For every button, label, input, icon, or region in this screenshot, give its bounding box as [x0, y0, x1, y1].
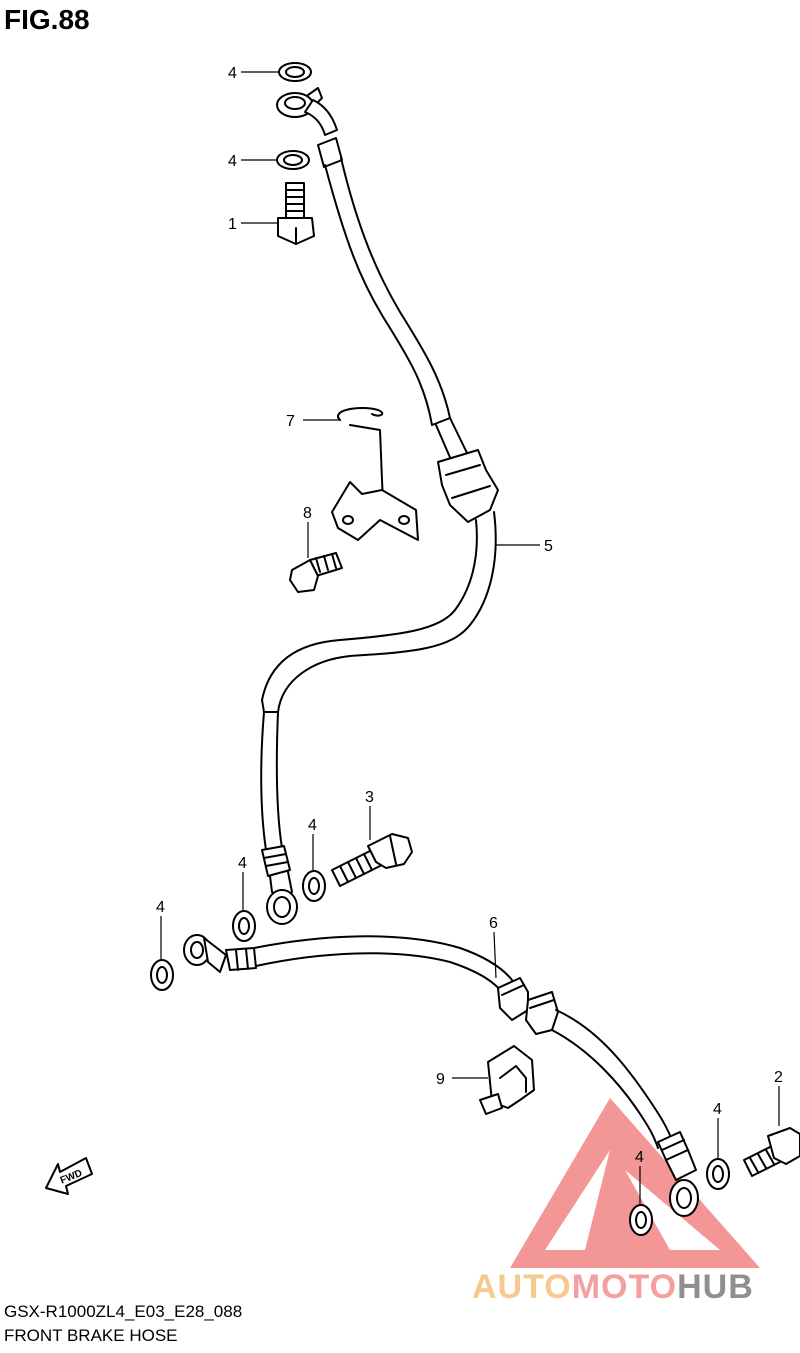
washer-4d	[232, 910, 256, 942]
clamp-7	[331, 407, 419, 541]
washer-4f	[706, 1158, 730, 1190]
lower-brake-hose	[183, 934, 699, 1217]
callout-9: 9	[436, 1071, 445, 1088]
forward-direction-arrow: FWD	[45, 1157, 93, 1195]
washer-4c	[302, 870, 326, 902]
watermark-wordmark: AUTOMOTOHUB	[472, 1268, 754, 1307]
callout-4-near-2: 4	[713, 1101, 722, 1118]
callout-2: 2	[774, 1069, 783, 1086]
callouts: 4 4 1 7 8 5 3 4 4 4 6 9 2 4 4	[156, 65, 783, 1204]
watermark-auto: AUTO	[472, 1268, 572, 1306]
washer-4a	[278, 62, 312, 82]
callout-4-near-3: 4	[308, 817, 317, 834]
model-code: GSX-R1000ZL4_E03_E28_088	[4, 1302, 243, 1321]
union-bolt-1	[277, 182, 315, 245]
union-bolt-3	[331, 833, 413, 887]
section-title: FRONT BRAKE HOSE	[4, 1326, 178, 1345]
callout-4-left-upper: 4	[238, 855, 247, 872]
callout-1: 1	[228, 216, 237, 233]
watermark-moto: MOTO	[571, 1268, 678, 1306]
union-bolt-2	[743, 1127, 800, 1177]
callout-7: 7	[286, 413, 295, 430]
washer-4b	[276, 150, 310, 170]
washer-4g	[629, 1204, 653, 1236]
figure-title: FIG.88	[4, 4, 90, 35]
clamp-9	[479, 1045, 535, 1115]
callout-4-top: 4	[228, 65, 237, 82]
figure-caption: GSX-R1000ZL4_E03_E28_088 FRONT BRAKE HOS…	[4, 1300, 242, 1348]
watermark-logo-graphic	[510, 1098, 760, 1268]
bolt-8	[289, 552, 343, 593]
callout-5: 5	[544, 538, 553, 555]
callout-4-second: 4	[228, 153, 237, 170]
callout-6: 6	[489, 915, 498, 932]
callout-3: 3	[365, 789, 374, 806]
watermark-hub: HUB	[677, 1268, 754, 1306]
callout-4-far-left: 4	[156, 899, 165, 916]
upper-brake-hose	[260, 87, 499, 925]
callout-8: 8	[303, 505, 312, 522]
callout-4-bottom: 4	[635, 1149, 644, 1166]
washer-4e	[150, 959, 174, 991]
